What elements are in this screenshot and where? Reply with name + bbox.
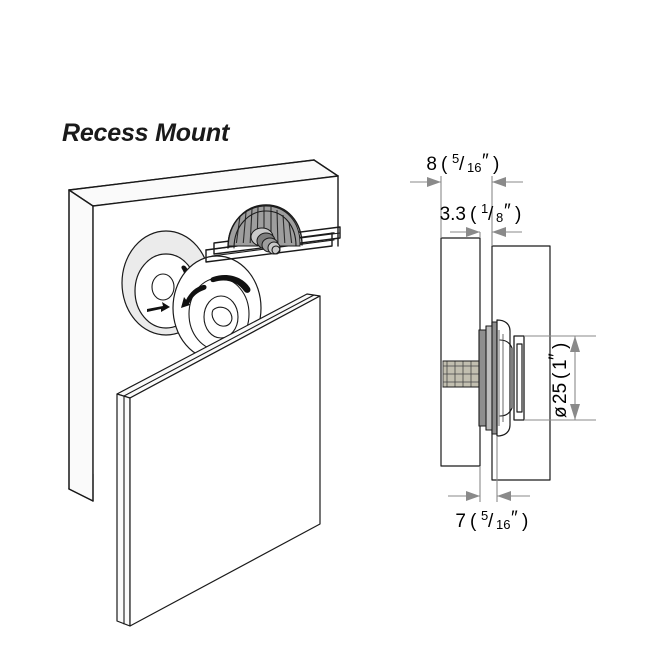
dimension-8mm-close-paren: ) [493,154,499,175]
dimension-diameter-value: 25 [550,383,571,404]
dimension-7mm-value: 7 [455,511,466,532]
dimension-8mm-denominator: 16 [467,160,481,175]
dimension-7mm-prime: ″ [511,508,518,529]
isometric-exploded-view [68,159,341,627]
dimension-annotations: 8 ( 5 / 16 ″ ) 3.3 ( 1 / 8 ″ [410,151,596,532]
dimension-3p3mm-denominator: 8 [496,210,503,225]
sliding-door-panel [116,293,321,627]
dimension-7mm-denominator: 16 [496,517,510,532]
threaded-stud [442,360,482,388]
dimension-7mm-open-paren: ( [470,511,477,532]
dimension-diameter-open-paren: ( [550,372,571,379]
dimension-7mm-numerator: 5 [481,508,488,523]
side-section-view [440,237,551,481]
dimension-8mm-numerator: 5 [452,151,459,166]
dimension-8mm-value: 8 [426,154,437,175]
dimension-diameter-symbol: ø [550,406,571,418]
dimension-diameter-close-paren: ) [550,343,571,349]
dimension-3p3mm-value: 3.3 [440,204,466,225]
dimension-8mm-prime: ″ [482,151,489,172]
dimension-3p3mm-open-paren: ( [470,204,477,225]
dimension-7mm-solidus: / [488,511,494,532]
dimension-7mm: 7 ( 5 / 16 ″ ) [448,436,530,532]
dimension-7mm-close-paren: ) [522,511,528,532]
roller-wheel-assembly [478,319,525,437]
dimension-diameter-prime: ″ [546,353,567,360]
roller-wheel [227,204,303,255]
dimension-diameter-25mm: ø 25 ( 1 ″ ) [524,335,596,421]
door-panel-left [440,237,481,467]
dimension-3p3mm-numerator: 1 [481,201,488,216]
drawing-title: Recess Mount [62,119,231,147]
dimension-8mm-solidus: / [459,154,465,175]
dimension-8mm-open-paren: ( [441,154,448,175]
dimension-3p3mm-solidus: / [488,204,494,225]
dimension-3p3mm: 3.3 ( 1 / 8 ″ ) [440,201,522,246]
dimension-3p3mm-close-paren: ) [515,204,521,225]
dimension-3p3mm-prime: ″ [504,201,511,222]
title-text: Recess Mount [62,119,231,147]
dimension-diameter-inch-value: 1 [550,359,571,370]
